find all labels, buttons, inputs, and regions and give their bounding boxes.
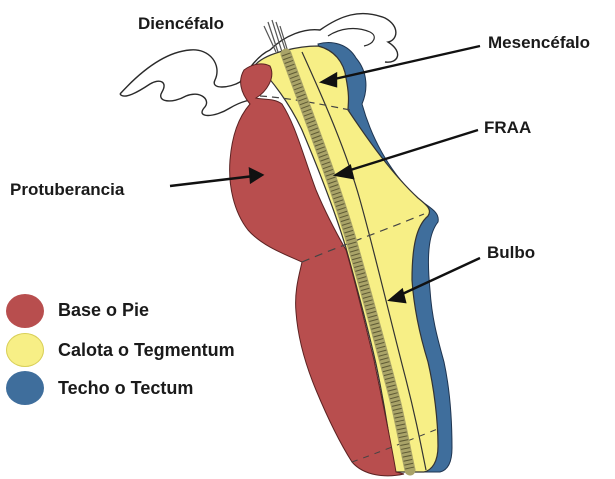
legend-swatch-base: [6, 294, 44, 328]
legend-label-calota: Calota o Tegmentum: [58, 340, 235, 361]
label-diencefalo: Diencéfalo: [138, 14, 224, 34]
legend-label-base: Base o Pie: [58, 300, 149, 321]
legend-swatch-techo: [6, 371, 44, 405]
label-bulbo: Bulbo: [487, 243, 535, 263]
label-mesencefalo: Mesencéfalo: [488, 33, 590, 53]
fiber-tuft: [264, 20, 288, 52]
legend-swatch-calota: [6, 333, 44, 367]
label-protuberancia: Protuberancia: [10, 180, 124, 200]
legend-label-techo: Techo o Tectum: [58, 378, 193, 399]
label-fraa: FRAA: [484, 118, 531, 138]
